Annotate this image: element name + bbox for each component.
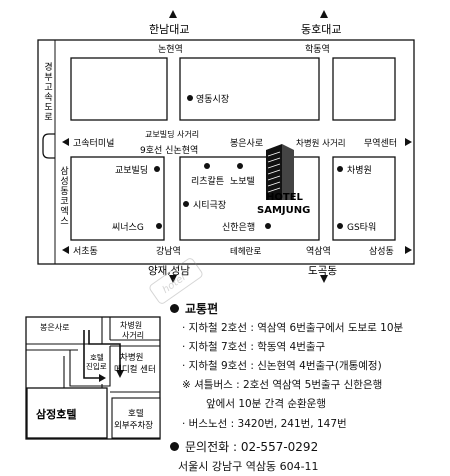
bottom-road-west-arrow: [62, 246, 69, 254]
bus-info: · 버스노선 : 3420번, 241번, 147번: [182, 418, 347, 430]
north-arrow-left: [169, 10, 177, 18]
bottom-road-east-label: 삼성동: [369, 246, 394, 257]
shuttle-info-line1: ※ 셔틀버스 : 2호선 역삼역 5번출구 신한은행: [182, 379, 383, 391]
gangnam-station-label: 강남역: [156, 246, 181, 257]
bottom-road-west-label: 서초동: [73, 246, 98, 257]
address-text: 서울시 강남구 역삼동 604-11: [178, 460, 319, 473]
kyobo-crossing-label: 교보빌딩 사거리: [145, 129, 199, 139]
inset-hotel-block: [26, 387, 108, 439]
subway-line9-info: · 지하철 9호선 : 신논현역 4번출구(개통예정): [182, 360, 382, 372]
sinhan-bank-label: 신한은행: [222, 221, 255, 233]
south-arrow-right: [320, 275, 328, 283]
yeoksam-station-label: 역삼역: [306, 246, 331, 257]
subway-line2-info: · 지하철 2호선 : 역삼역 6번출구에서 도보로 10분: [182, 322, 404, 334]
novotel-marker: [237, 163, 243, 169]
bongeunsa-road-label: 봉은사로: [230, 138, 263, 149]
middle-road-west-arrow: [62, 138, 69, 146]
direction-north-left: 한남대교: [149, 23, 189, 36]
city-theater-marker: [183, 201, 189, 207]
block-sw: [70, 156, 165, 241]
phone-text: 문의전화 : 02-557-0292: [185, 440, 319, 454]
novotel-label: 노보텔: [230, 175, 255, 187]
bottom-road-east-arrow: [405, 246, 412, 254]
block-se: [332, 156, 396, 241]
bullet-icon: [170, 442, 179, 451]
direction-north-right: 동호대교: [301, 23, 341, 36]
inset-parking-block: [111, 397, 161, 439]
cha-hospital-marker: [337, 166, 343, 172]
cha-hospital-label: 차병원: [347, 164, 372, 176]
teheran-road-label: 테헤란로: [230, 246, 261, 257]
hotel-name-line1: HOTEL: [266, 192, 304, 203]
block-n-center: [179, 57, 320, 121]
ritz-carlton-label: 리츠칼튼: [191, 176, 224, 187]
direction-south-right: 도곡동: [308, 265, 337, 277]
cha-crossing-label: 차병원 사거리: [296, 139, 346, 149]
inset-cha-medical-line1: 차병원: [120, 353, 143, 363]
youngdong-market-label: 영동시장: [196, 94, 229, 105]
block-s-center: [179, 156, 320, 241]
inset-cha-medical-line2: 메디컬 센터: [114, 364, 156, 375]
shuttle-info-line2: 앞에서 10분 간격 순환운행: [206, 398, 326, 410]
expressway-ramp: [42, 140, 55, 159]
transport-title: 교통편: [185, 302, 219, 316]
top-road-right-label: 학동역: [305, 44, 330, 55]
kyobo-building-label: 교보빌딩: [115, 165, 148, 176]
block-ne: [332, 57, 396, 121]
hotel-name-line2: SAMJUNG: [257, 205, 310, 216]
inset-map: 봉은사로 차병원 사거리 호텔 진입로 차병원 메디컬 센터 삼정호텔 호텔 외…: [25, 316, 161, 440]
north-arrow-right: [320, 10, 328, 18]
hotel-building-icon: [266, 144, 294, 200]
south-arrow-left: [169, 275, 177, 283]
middle-road-west-label: 고속터미널: [73, 138, 114, 149]
inset-parking-line1: 호텔: [128, 408, 144, 419]
info-panel: 교통편 · 지하철 2호선 : 역삼역 6번출구에서 도보로 10분 · 지하철…: [170, 300, 448, 476]
expressway-label: 경부고속도로: [42, 61, 52, 122]
coex-vertical-label: 삼성동코엑스: [58, 166, 68, 226]
inset-cha-crossing-line2: 사거리: [122, 331, 144, 340]
inset-bongeunsa-label: 봉은사로: [40, 323, 69, 332]
inset-entry-line1: 호텔: [90, 353, 104, 362]
middle-road-east-label: 무역센터: [364, 138, 397, 149]
cinus-marker: [156, 223, 162, 229]
subway-line7-info: · 지하철 7호선 : 학동역 4번출구: [182, 341, 326, 353]
ritz-carlton-marker: [204, 163, 210, 169]
kyobo-building-marker: [154, 166, 160, 172]
gs-tower-label: GS타워: [347, 222, 376, 233]
block-nw: [70, 57, 168, 121]
youngdong-market-marker: [187, 95, 193, 101]
middle-road-east-arrow: [405, 138, 412, 146]
sinhan-bank-marker: [265, 223, 271, 229]
map-outer-border: [37, 39, 415, 265]
cinus-label: 씨너스G: [112, 222, 144, 233]
inset-parking-line2: 외부주차장: [114, 420, 153, 431]
inset-cha-crossing-line1: 차병원: [120, 321, 142, 330]
phone-row: 문의전화 : 02-557-0292: [170, 438, 448, 457]
inset-hotel-name: 삼정호텔: [36, 407, 76, 421]
gs-tower-marker: [337, 223, 343, 229]
bullet-icon: [170, 304, 179, 313]
inset-entry-line2: 진입로: [86, 361, 107, 371]
direction-south-left: 양재,성남: [148, 265, 190, 277]
top-road-left-label: 논현역: [158, 44, 183, 55]
transport-heading: 교통편: [170, 300, 448, 319]
city-theater-label: 시티극장: [193, 200, 226, 211]
sinnonhyeon-station-label: 9호선 신논현역: [140, 145, 198, 156]
